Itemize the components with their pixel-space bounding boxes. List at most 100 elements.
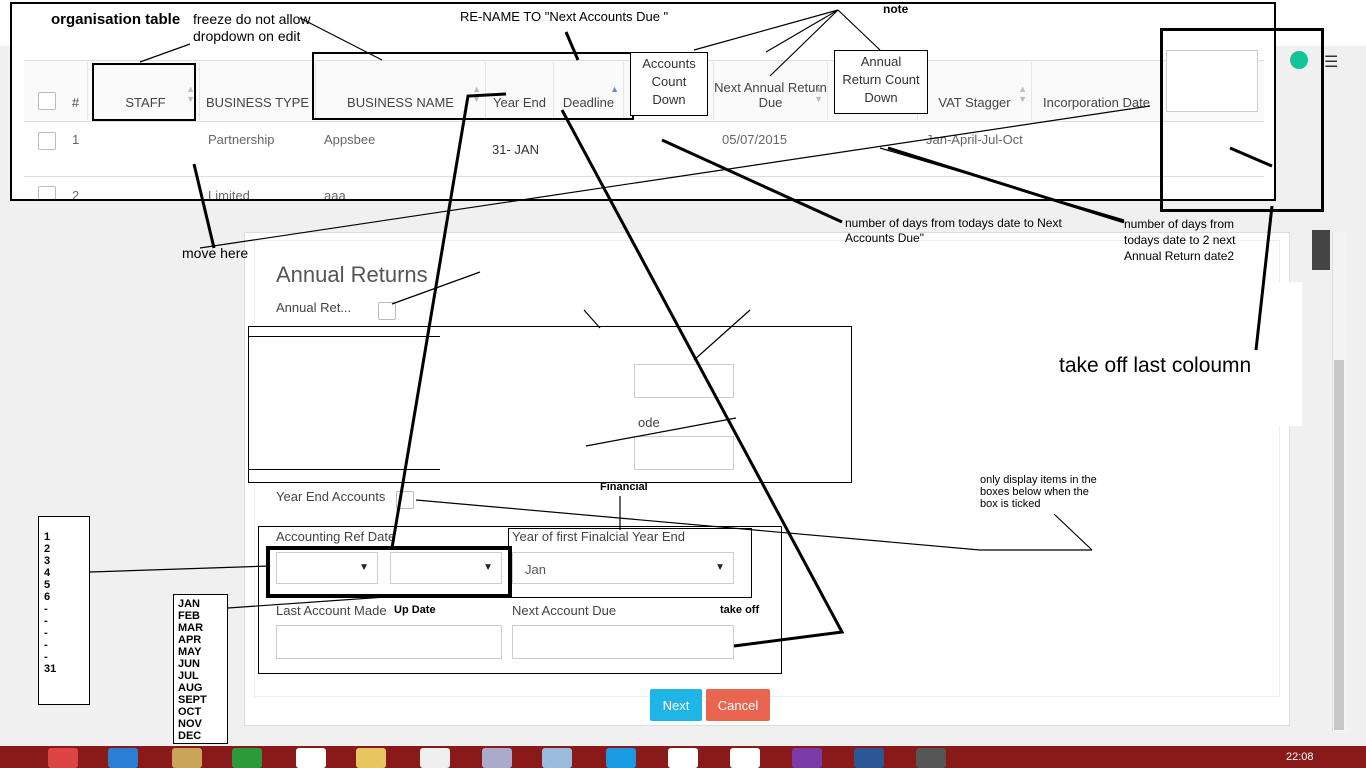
white-patch xyxy=(1166,50,1258,112)
row-business-name: Appsbee xyxy=(324,132,376,147)
word-icon[interactable] xyxy=(854,748,884,768)
month-item: AUG xyxy=(178,682,203,694)
organisation-table: # STAFF▲▼ BUSINESS TYPE BUSINESS NAME▲▼ … xyxy=(10,2,1276,201)
row-checkbox[interactable] xyxy=(38,186,56,199)
header-next-annual-return-due[interactable]: Next Annual Return Due▲▼ xyxy=(714,62,828,120)
ie-icon[interactable] xyxy=(108,748,138,768)
month-item: JUN xyxy=(178,658,201,670)
app2-icon[interactable] xyxy=(668,748,698,768)
app5-icon[interactable] xyxy=(916,748,946,768)
day-item: 6 xyxy=(44,591,51,603)
row-divider xyxy=(24,176,1264,177)
annual-return-checkbox[interactable] xyxy=(378,302,396,320)
days-accounts-note: number of days from todays date to Next … xyxy=(845,216,1062,245)
folder-icon[interactable] xyxy=(356,748,386,768)
app3-icon[interactable] xyxy=(730,748,760,768)
day-item: 5 xyxy=(44,579,51,591)
app4-icon[interactable] xyxy=(792,748,822,768)
next-account-due-label: Next Account Due xyxy=(512,603,617,618)
love-icon[interactable] xyxy=(296,748,326,768)
app-icon[interactable] xyxy=(172,748,202,768)
ref-day-select[interactable]: ▼ xyxy=(276,552,378,584)
next-button[interactable]: Next xyxy=(650,689,702,721)
annual-return-field-2[interactable] xyxy=(634,436,734,470)
home-icon[interactable] xyxy=(420,748,450,768)
chevron-down-icon: ▼ xyxy=(483,562,493,573)
day-item: - xyxy=(44,615,48,627)
accounts-count-down-box: Accounts Count Down xyxy=(630,52,708,116)
code-label: ode xyxy=(638,415,660,430)
accounting-ref-date-label: Accounting Ref Date xyxy=(276,529,396,544)
staff-highlight-box xyxy=(92,63,196,121)
dark-tab xyxy=(1312,230,1330,270)
month-item: NOV xyxy=(178,718,202,730)
first-year-end-select[interactable]: Jan▼ xyxy=(512,552,734,584)
redaction-lines xyxy=(248,336,440,470)
month-item: DEC xyxy=(178,730,202,742)
clock: 22:08 xyxy=(1286,751,1314,763)
row-num: 1 xyxy=(72,132,80,147)
header-deadline[interactable]: Deadline▲ xyxy=(554,62,624,120)
annual-return-field-1[interactable] xyxy=(634,364,734,398)
year-first-financial-label: Year of first Finalcial Year End xyxy=(512,529,685,544)
month-item: JUL xyxy=(178,670,199,682)
store-icon[interactable] xyxy=(232,748,262,768)
day-item: 4 xyxy=(44,567,51,579)
month-item: OCT xyxy=(178,706,202,718)
days-annual-note: number of days from todays date to 2 nex… xyxy=(1124,217,1236,263)
header-staff[interactable]: STAFF▲▼ xyxy=(92,62,200,120)
day-list: 1 2 3 4 5 6 - - - - - 31 xyxy=(38,516,90,705)
month-item: APR xyxy=(178,634,202,646)
chevron-down-icon: ▼ xyxy=(715,562,725,573)
rename-note: RE-NAME TO "Next Accounts Due " xyxy=(460,9,669,24)
day-item: 1 xyxy=(44,531,51,543)
header-num[interactable]: # xyxy=(64,62,88,120)
header-year-end[interactable]: Year End xyxy=(486,62,554,120)
paint-icon[interactable] xyxy=(542,748,572,768)
day-item: 3 xyxy=(44,555,51,567)
month-item: FEB xyxy=(178,610,200,622)
accounts-fields-box xyxy=(258,526,782,674)
select-all-checkbox[interactable] xyxy=(38,92,56,110)
year-end-accounts-label: Year End Accounts xyxy=(276,489,386,504)
row-business-type: Limited xyxy=(208,188,250,201)
chrome-icon[interactable] xyxy=(48,748,78,768)
chevron-down-icon: ▼ xyxy=(359,562,369,573)
grammarly-icon[interactable] xyxy=(1290,51,1308,69)
month-item: JAN xyxy=(178,598,201,610)
ref-date-highlight-box xyxy=(266,546,512,598)
last-account-made-input[interactable] xyxy=(276,625,502,659)
header-accounts-count-down[interactable] xyxy=(624,62,714,120)
ref-month-select[interactable]: ▼ xyxy=(390,552,502,584)
day-item: - xyxy=(44,639,48,651)
row-checkbox[interactable] xyxy=(38,132,56,150)
row-year-end: 31- JAN xyxy=(492,142,539,157)
org-table-note: organisation table xyxy=(51,11,181,28)
next-account-due-input[interactable] xyxy=(512,625,734,659)
month-item: SEPT xyxy=(178,694,207,706)
annotation-lines xyxy=(89,9,1274,648)
cancel-button[interactable]: Cancel xyxy=(706,689,770,721)
annual-return-fields-box xyxy=(248,326,852,483)
take-off-last-column-note: take off last coloumn xyxy=(1059,354,1252,377)
take-off-note: take off xyxy=(720,604,760,616)
day-item: 2 xyxy=(44,543,51,555)
month-list: JAN FEB MAR APR MAY JUN JUL AUG SEPT OCT… xyxy=(173,594,228,744)
day-item: - xyxy=(44,651,48,663)
menu-icon[interactable]: ☰ xyxy=(1324,54,1339,71)
sort-icon: ▲▼ xyxy=(814,84,823,104)
accounts-count-down-label: Accounts Count Down xyxy=(642,56,696,107)
freeze-note: freeze do not allow dropdown on edit xyxy=(193,11,311,44)
sort-asc-icon: ▲ xyxy=(610,84,619,94)
sort-icon: ▲▼ xyxy=(472,84,481,104)
calculator-icon[interactable] xyxy=(482,748,512,768)
row-num: 2 xyxy=(72,188,80,201)
sort-icon: ▲▼ xyxy=(1018,84,1027,104)
annual-return-label: Annual Ret... xyxy=(276,300,352,315)
up-date-note: Up Date xyxy=(394,604,436,616)
scrollbar-thumb[interactable] xyxy=(1334,360,1344,730)
skype-icon[interactable] xyxy=(606,748,636,768)
header-vat-stagger[interactable]: VAT Stagger▲▼ xyxy=(918,62,1032,120)
header-business-type[interactable]: BUSINESS TYPE xyxy=(200,62,316,120)
header-business-name[interactable]: BUSINESS NAME▲▼ xyxy=(316,62,486,120)
